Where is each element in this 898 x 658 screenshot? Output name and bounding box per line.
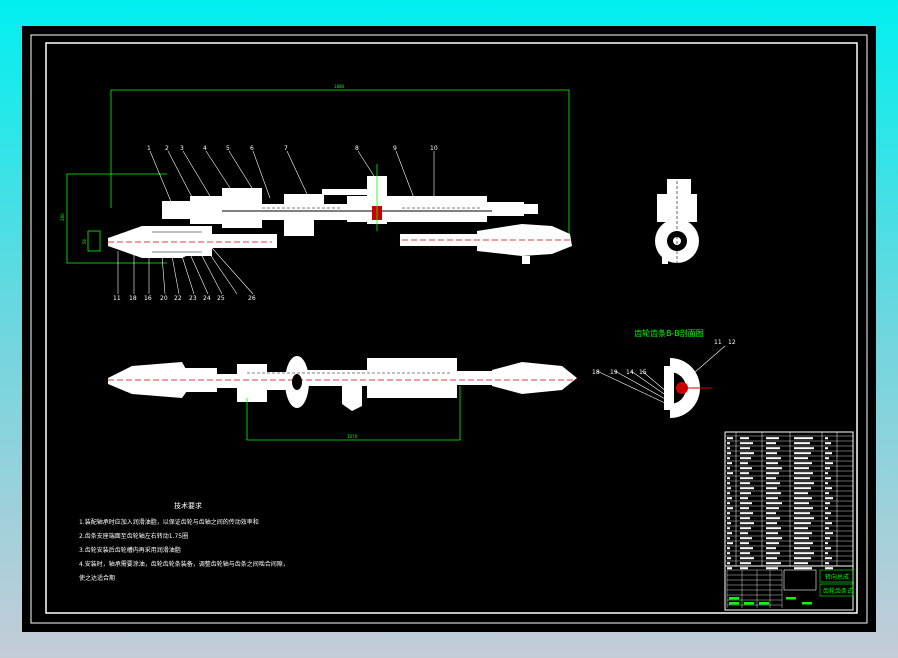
part-number-5: 5 <box>226 145 230 152</box>
dim-label-bottom-center: 1070 <box>347 434 358 439</box>
outer-frame <box>30 34 868 624</box>
dimension-bottom-center <box>246 386 461 441</box>
part-number-1: 1 <box>147 145 151 152</box>
cad-drawing-canvas: 1880 280 56 <box>22 26 876 632</box>
section-view-bb: 齿轮齿条B-B剖面图 11 12 18 19 14 15 <box>592 328 736 418</box>
section-label-19: 19 <box>610 369 618 376</box>
inner-frame <box>45 42 858 614</box>
assembly-bottom-view: 1070 <box>108 356 577 441</box>
section-label-15: 15 <box>639 369 647 376</box>
part-number-18: 18 <box>129 295 137 302</box>
parts-list-table <box>724 431 854 611</box>
part-number-10: 10 <box>430 145 438 152</box>
tech-req-item-3: 3.齿轮安装后齿轮槽内再采用润滑油脂 <box>79 546 181 554</box>
title-block-sub-name: 齿轮齿条式 <box>823 587 853 595</box>
part-number-7: 7 <box>284 145 288 152</box>
part-number-23: 23 <box>189 295 197 302</box>
dimension-left-vertical <box>66 173 167 264</box>
part-number-6: 6 <box>250 145 254 152</box>
part-number-4: 4 <box>203 145 207 152</box>
part-number-2: 2 <box>165 145 169 152</box>
pinion-side-view <box>655 176 699 266</box>
title-block: 转向总成 齿轮齿条式 <box>725 565 854 608</box>
part-number-9: 9 <box>393 145 397 152</box>
tech-req-item-5: 使之达适合期 <box>79 574 115 582</box>
section-label-18: 18 <box>592 369 600 376</box>
tech-req-item-2: 2.齿条支座端面至齿轮轴左右转动1.75圈 <box>79 532 188 540</box>
section-label-12: 12 <box>728 339 736 346</box>
assembly-top-view: 1880 280 56 <box>60 84 572 302</box>
part-number-16: 16 <box>144 295 152 302</box>
dimension-top-overall <box>110 89 570 241</box>
tech-req-item-4: 4.安装时，轴承需要涂油，齿轮齿轮条装备，调整齿轮轴与齿条之间啮合间隙， <box>79 560 289 568</box>
part-number-24: 24 <box>203 295 211 302</box>
section-label-14: 14 <box>626 369 634 376</box>
dim-label-left-vertical: 280 <box>60 213 65 221</box>
cad-drawing: 1880 280 56 <box>30 34 868 624</box>
tech-req-item-1: 1.装配轴承时应加入润滑油脂，以保证齿轮与齿轴之间的传动效率和 <box>79 518 259 526</box>
title-block-drawing-name: 转向总成 <box>825 573 849 581</box>
dim-label-small-box: 56 <box>82 238 87 244</box>
section-view-title: 齿轮齿条B-B剖面图 <box>634 328 704 338</box>
dimension-small-box <box>87 230 101 252</box>
part-number-26: 26 <box>248 295 256 302</box>
part-number-3: 3 <box>180 145 184 152</box>
technical-requirements: 技术要求 1.装配轴承时应加入润滑油脂，以保证齿轮与齿轴之间的传动效率和 2.齿… <box>79 501 289 582</box>
part-number-22: 22 <box>174 295 182 302</box>
dim-label-top-overall: 1880 <box>334 84 345 89</box>
part-number-8: 8 <box>355 145 359 152</box>
part-number-11: 11 <box>113 295 121 302</box>
tech-req-title: 技术要求 <box>174 501 202 510</box>
part-number-25: 25 <box>217 295 225 302</box>
part-number-20: 20 <box>160 295 168 302</box>
section-label-11: 11 <box>714 339 722 346</box>
